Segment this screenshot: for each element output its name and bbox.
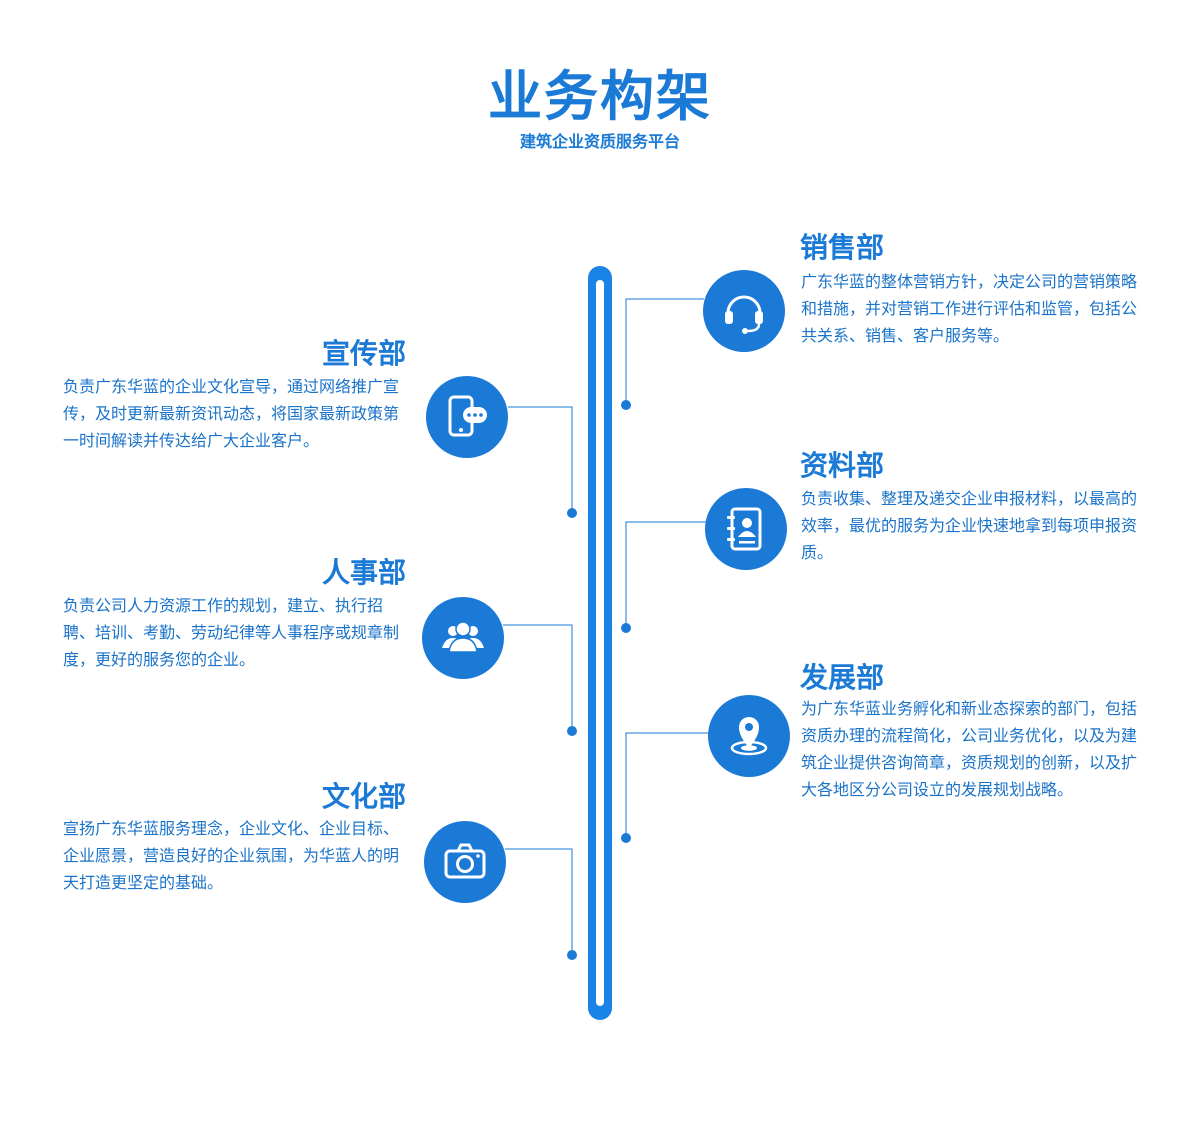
dept-desc-materials: 负责收集、整理及递交企业申报材料，以最高的效率，最优的服务为企业快速地拿到每项申…	[801, 489, 1138, 562]
dept-icon-culture	[424, 821, 506, 903]
dept-title-materials: 资料部	[800, 449, 885, 482]
users-icon	[442, 621, 484, 653]
dept-icon-publicity	[426, 376, 508, 458]
connector-dot-culture	[567, 950, 577, 960]
dept-desc-culture: 宣扬广东华蓝服务理念，企业文化、企业目标、企业愿景，营造良好的企业氛围，为华蓝人…	[63, 819, 400, 892]
camera-icon	[444, 843, 486, 879]
connector-development	[625, 732, 709, 838]
connector-hr	[503, 624, 573, 731]
connector-dot-development	[621, 833, 631, 843]
dept-title-sales: 销售部	[800, 231, 885, 264]
connector-publicity	[508, 406, 573, 513]
connector-dot-sales	[621, 400, 631, 410]
connector-sales	[625, 298, 704, 405]
timeline-spine	[588, 266, 612, 1020]
headset-icon	[725, 295, 763, 334]
phone-chat-icon	[448, 395, 487, 437]
dept-icon-development	[708, 695, 790, 777]
dept-desc-sales: 广东华蓝的整体营销方针，决定公司的营销策略和措施，并对营销工作进行评估和监管，包…	[801, 272, 1138, 345]
dept-icon-hr	[422, 597, 504, 679]
connector-materials	[625, 521, 706, 628]
connector-dot-publicity	[567, 508, 577, 518]
dept-title-culture: 文化部	[321, 780, 406, 813]
connector-dot-materials	[621, 623, 631, 633]
dept-desc-hr: 负责公司人力资源工作的规划，建立、执行招聘、培训、考勤、劳动纪律等人事程序或规章…	[63, 596, 400, 669]
address-book-icon	[727, 507, 762, 551]
dept-icon-sales	[703, 270, 785, 352]
dept-title-hr: 人事部	[321, 556, 406, 589]
dept-title-development: 发展部	[800, 661, 885, 694]
location-pin-icon	[730, 717, 768, 756]
timeline-spine-inner	[596, 280, 604, 1006]
dept-desc-publicity: 负责广东华蓝的企业文化宣导，通过网络推广宣传，及时更新最新资讯动态，将国家最新政…	[63, 377, 400, 450]
connector-culture	[505, 848, 573, 955]
page-subtitle: 建筑企业资质服务平台	[519, 132, 680, 151]
connector-dot-hr	[567, 726, 577, 736]
dept-desc-development: 为广东华蓝业务孵化和新业态探索的部门，包括资质办理的流程简化，公司业务优化，以及…	[801, 699, 1138, 799]
dept-icon-materials	[705, 488, 787, 570]
page-title: 业务构架	[488, 65, 712, 128]
dept-title-publicity: 宣传部	[321, 337, 406, 370]
